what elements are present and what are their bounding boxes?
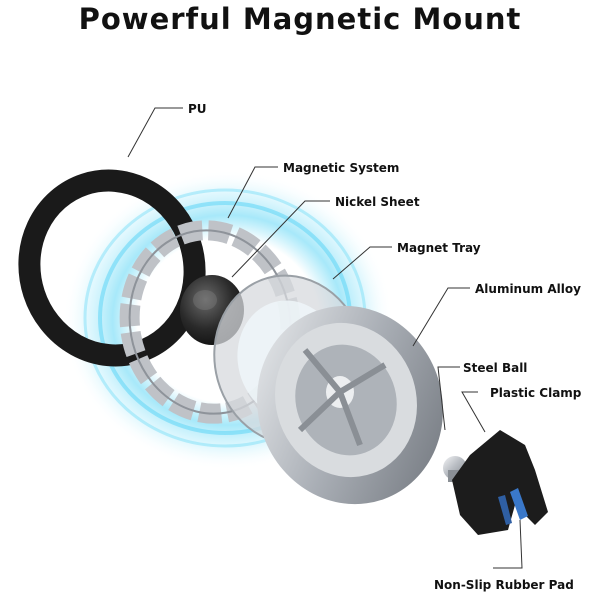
label-non-slip-rubber-pad: Non-Slip Rubber Pad bbox=[434, 578, 574, 592]
aluminum-alloy-housing bbox=[257, 305, 443, 505]
label-nickel-sheet: Nickel Sheet bbox=[335, 195, 420, 209]
page-title: Powerful Magnetic Mount bbox=[78, 2, 522, 36]
label-pu: PU bbox=[188, 102, 207, 116]
label-magnetic-system: Magnetic System bbox=[283, 161, 399, 175]
label-steel-ball: Steel Ball bbox=[463, 361, 527, 375]
leader-lines bbox=[127, 107, 523, 569]
label-aluminum-alloy: Aluminum Alloy bbox=[475, 282, 581, 296]
label-magnet-tray: Magnet Tray bbox=[397, 241, 481, 255]
plastic-clamp bbox=[452, 430, 548, 535]
label-plastic-clamp: Plastic Clamp bbox=[490, 386, 582, 400]
